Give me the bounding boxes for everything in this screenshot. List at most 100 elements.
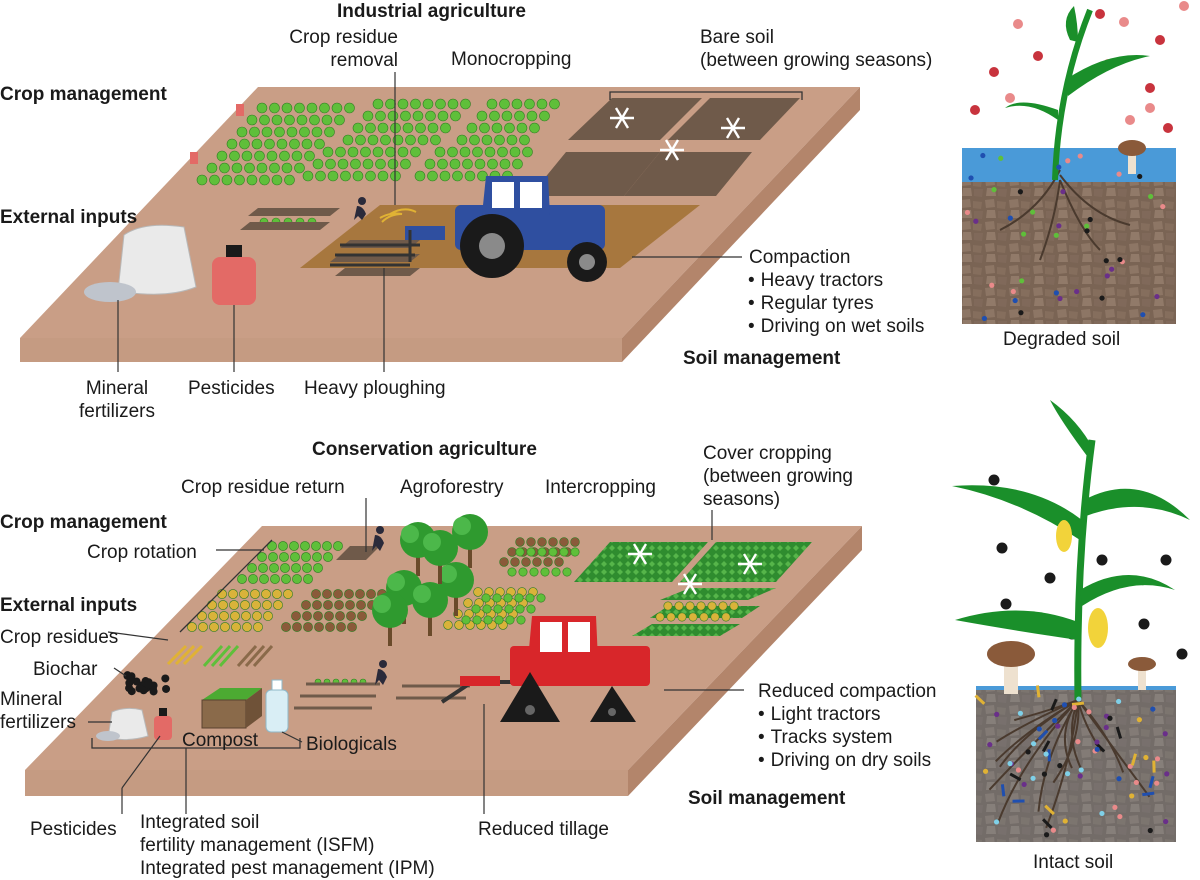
crop-plant xyxy=(397,98,409,110)
crop-plant xyxy=(187,622,197,632)
soil-particle xyxy=(1117,256,1123,263)
compaction-label: Compaction xyxy=(749,247,851,268)
crop-plant xyxy=(427,170,438,182)
soil-particle xyxy=(1007,760,1013,767)
snowflake-icon xyxy=(628,543,652,565)
soil-organism xyxy=(1044,804,1055,816)
corn-cob-icon xyxy=(1056,520,1072,552)
soil-particle xyxy=(1116,776,1122,782)
soil-organism xyxy=(1037,729,1049,741)
red-tractor xyxy=(440,616,650,722)
crop-plant xyxy=(501,110,513,122)
soil-particle xyxy=(1103,724,1109,731)
tree-trunk xyxy=(388,624,392,646)
intact-soil-caption: Intact soil xyxy=(1033,852,1114,873)
crop-plant xyxy=(491,122,503,134)
crop-plant xyxy=(439,170,451,182)
soil-particle xyxy=(1056,164,1062,170)
biochar-piece xyxy=(123,671,132,680)
crop-plant xyxy=(412,110,424,122)
crop-plant xyxy=(365,170,376,182)
crop-residue-return-label: Crop residue return xyxy=(181,477,345,498)
soil-particle xyxy=(1115,698,1122,705)
atmosphere-particle xyxy=(1125,115,1135,125)
soil-particle xyxy=(1162,731,1168,737)
crop-plant xyxy=(427,122,439,134)
crop-plant xyxy=(259,174,270,186)
farmer-icon xyxy=(372,526,387,685)
soil-particle xyxy=(1030,775,1036,781)
soil-particle xyxy=(1007,215,1013,221)
crop-plant xyxy=(300,541,310,551)
soil-particle xyxy=(1052,717,1058,724)
crop-plant xyxy=(240,600,250,610)
soil-organism xyxy=(974,694,986,705)
crop-plant xyxy=(278,541,288,551)
crop-plant xyxy=(551,567,561,577)
crop-plant xyxy=(486,98,498,110)
crop-plant xyxy=(415,122,426,134)
atmosphere-particle xyxy=(1044,572,1056,584)
crop-plant xyxy=(506,134,518,146)
crop-plant xyxy=(228,589,238,599)
crop-plant xyxy=(377,122,389,134)
soil-particle xyxy=(1065,158,1071,164)
crop-plant xyxy=(663,601,673,611)
industrial-title: Industrial agriculture xyxy=(337,1,526,22)
crop-plant xyxy=(281,102,293,114)
crop-plant xyxy=(284,174,295,186)
soil-particle xyxy=(1043,751,1049,757)
crop-plant xyxy=(230,611,240,621)
soil-particle xyxy=(1076,696,1082,702)
crop-plant xyxy=(331,102,343,114)
crop-plant xyxy=(674,601,684,611)
soil-organism xyxy=(1050,698,1058,711)
crop-plant xyxy=(263,611,273,621)
soil-particle xyxy=(1137,173,1143,180)
crop-plant xyxy=(526,110,538,122)
crop-plant xyxy=(375,110,386,122)
soil-organism xyxy=(1035,685,1041,698)
crop-plant xyxy=(313,563,323,573)
biologicals-label: Biologicals xyxy=(306,734,397,755)
tree-trunk xyxy=(438,562,442,584)
crop-plant xyxy=(352,122,364,134)
soil-particle xyxy=(1150,706,1156,712)
crop-plant xyxy=(522,146,533,158)
soil-particle xyxy=(1109,266,1115,272)
crop-plant xyxy=(537,537,547,547)
crop-plant xyxy=(313,611,323,621)
crop-plant xyxy=(385,146,396,158)
crop-plant xyxy=(529,567,539,577)
crop-plant xyxy=(247,563,257,573)
compost-label: Compost xyxy=(182,730,259,751)
crop-plant xyxy=(422,98,434,110)
root xyxy=(996,699,1079,743)
crop-plant xyxy=(721,612,731,622)
biochar-piece xyxy=(162,684,171,693)
soil-particle xyxy=(1025,749,1031,755)
snowflake-icon xyxy=(678,573,702,595)
crop-plant xyxy=(219,162,230,174)
crop-plant xyxy=(229,150,240,162)
crop-plant xyxy=(309,114,320,126)
crop-plant xyxy=(312,552,322,562)
crop-plant xyxy=(266,150,278,162)
crop-plant xyxy=(253,622,263,632)
tillage-strips xyxy=(294,682,470,710)
atmosphere-particle xyxy=(989,67,999,77)
crop-plant xyxy=(347,146,359,158)
crop-plant xyxy=(321,114,333,126)
reduced-compaction-list: Light tractors Tracks system Driving on … xyxy=(758,703,932,772)
biochar-piece xyxy=(127,687,136,696)
soil-particle xyxy=(1057,295,1063,302)
crop-plant xyxy=(302,170,314,182)
crop-plant xyxy=(685,601,695,611)
soil-particle xyxy=(998,155,1004,161)
soil-particle xyxy=(964,209,971,216)
tree-canopy xyxy=(423,533,441,551)
external-inputs-label: External inputs xyxy=(0,207,138,228)
